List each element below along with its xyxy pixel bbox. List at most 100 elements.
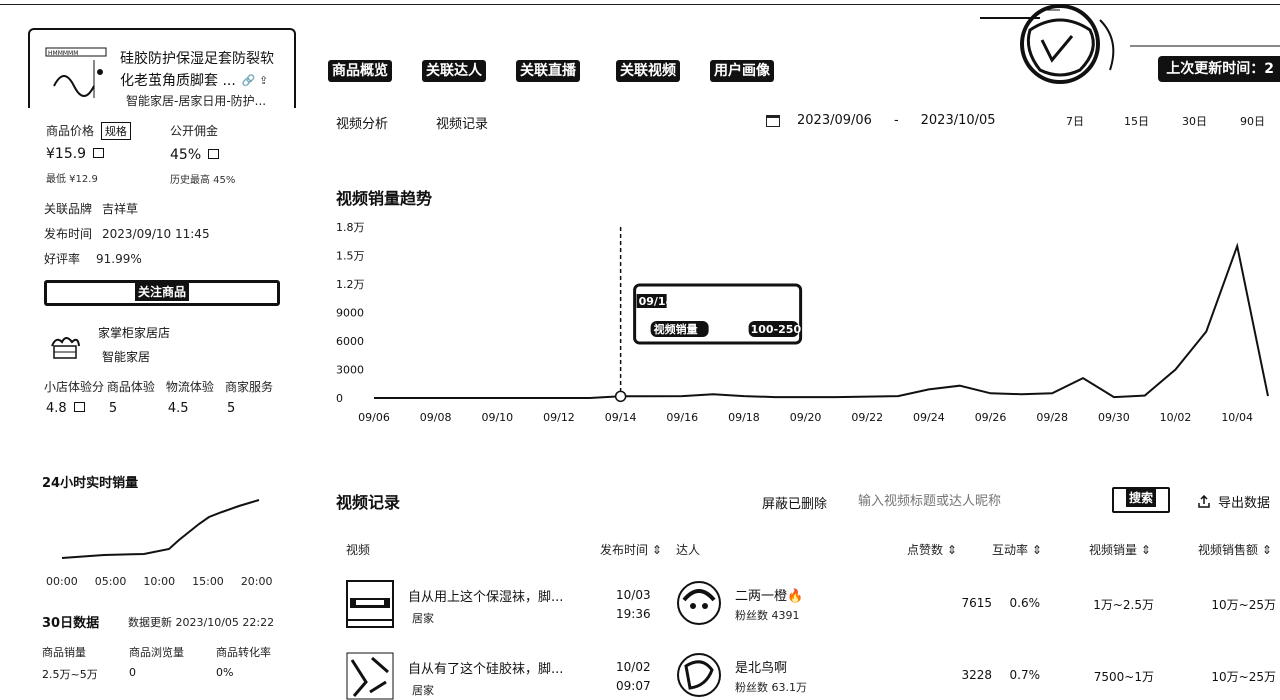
kol-name[interactable]: 二两一橙🔥: [735, 589, 804, 604]
y-tick-label: 1.8万: [336, 221, 365, 234]
thirty-day-title: 30日数据: [42, 616, 100, 631]
shop-logo-icon: [51, 337, 80, 359]
interaction-value: 0.6%: [1009, 596, 1041, 610]
col-likes[interactable]: 点赞数 ⇕: [907, 543, 957, 557]
subtab-video-records[interactable]: 视频记录: [436, 117, 489, 132]
range-7d[interactable]: 7日: [1066, 115, 1084, 128]
tooltip-label-bg: [650, 321, 709, 337]
y-tick-label: 6000: [336, 335, 364, 348]
date-end: 2023/10/05: [920, 113, 996, 128]
col-interaction-rate[interactable]: 互动率 ⇕: [992, 543, 1042, 557]
export-button[interactable]: 导出数据: [1198, 492, 1270, 511]
link-share-icon[interactable]: 🔗 ⇪: [241, 74, 269, 87]
tab-related-live[interactable]: 关联直播: [516, 60, 580, 82]
range-15d[interactable]: 15日: [1124, 115, 1149, 128]
video-category: 居家: [412, 612, 434, 625]
score-product-value: 5: [108, 401, 118, 416]
subtab-video-analysis[interactable]: 视频分析: [336, 117, 389, 132]
sales-trend-line: [374, 242, 1269, 399]
video-title[interactable]: 自从有了这个硅胶袜，脚...: [408, 662, 564, 677]
tab-related-kol[interactable]: 关联达人: [422, 60, 486, 82]
x-tick-label: 09/18: [728, 411, 760, 424]
rating-label: 好评率: [44, 252, 81, 266]
col-video-sales-amount[interactable]: 视频销售额 ⇕: [1198, 543, 1272, 557]
commission-value: 45%: [170, 147, 202, 163]
svg-text:HMMMMM: HMMMMM: [48, 50, 78, 57]
stat-sales-value: 2.5万~5万: [42, 668, 98, 681]
table-row[interactable]: 自从用上这个保湿袜，脚... 居家 10/03 19:36 二两一橙🔥 粉丝数 …: [336, 580, 1280, 640]
col-publish-time[interactable]: 发布时间 ⇕: [600, 543, 662, 557]
video-sales-value: 1万~2.5万: [1093, 598, 1154, 612]
range-90d[interactable]: 90日: [1240, 115, 1265, 128]
follow-product-button[interactable]: 关注商品: [44, 280, 280, 306]
x-tick-label: 09/10: [481, 411, 513, 424]
range-30d[interactable]: 30日: [1182, 115, 1207, 128]
x-tick-label: 09/20: [790, 411, 822, 424]
y-tick-label: 1.2万: [336, 278, 365, 291]
realtime-ticks: 00:00 05:00 10:00 15:00 20:00: [46, 575, 276, 588]
kol-name[interactable]: 是北鸟啊: [735, 661, 788, 676]
realtime-tick: 10:00: [143, 575, 176, 588]
commission-max: 历史最高 45%: [170, 175, 236, 186]
shop-scores: 小店体验分 4.8 商品体验 5 物流体验 4.5 商家服务 5: [44, 378, 284, 416]
score-chart-icon[interactable]: [73, 402, 85, 412]
realtime-tick: 20:00: [240, 575, 273, 588]
calendar-icon: [766, 114, 780, 127]
x-tick-label: 09/28: [1036, 411, 1068, 424]
date-range-picker[interactable]: 2023/09/06 - 2023/10/05: [766, 113, 996, 128]
video-thumbnail[interactable]: [346, 580, 394, 628]
shop-category: 智能家居: [102, 350, 151, 364]
x-tick-label: 09/16: [666, 411, 698, 424]
x-tick-label: 09/22: [851, 411, 883, 424]
price-label: 商品价格: [46, 124, 95, 138]
score-product-label: 商品体验: [106, 380, 155, 394]
x-tick-label: 09/06: [358, 411, 390, 424]
product-category: 智能家居-居家日用-防护...: [126, 94, 267, 108]
tab-related-video[interactable]: 关联视频: [616, 60, 680, 82]
kol-avatar[interactable]: [676, 580, 722, 626]
thirty-day-update: 数据更新 2023/10/05 22:22: [128, 616, 275, 629]
col-video-sales[interactable]: 视频销量 ⇕: [1089, 543, 1151, 557]
chart-title: 视频销量趋势: [336, 189, 433, 208]
publish-date: 10/03: [616, 588, 651, 602]
product-card: HMMMMM 硅胶防护保湿足套防裂软 化老茧角质脚套 ... 🔗 ⇪ 智能家居-…: [28, 28, 296, 108]
kol-avatar[interactable]: [676, 652, 722, 698]
score-service: 商家服务 5: [225, 378, 284, 416]
tooltip-series-label: 视频销量: [654, 322, 698, 336]
video-thumbnail[interactable]: [346, 652, 394, 700]
brand-value[interactable]: 吉祥草: [102, 202, 139, 216]
tooltip-value-bg: [748, 321, 799, 337]
kol-fans: 粉丝数 63.1万: [735, 681, 807, 694]
realtime-sales-title: 24小时实时销量: [42, 476, 139, 491]
video-title[interactable]: 自从用上这个保湿袜，脚...: [408, 590, 564, 605]
brand-label: 关联品牌: [44, 202, 93, 216]
rating-value: 91.99%: [96, 252, 142, 266]
shop-card[interactable]: 家掌柜家居店 智能家居: [44, 324, 284, 374]
hide-deleted-toggle[interactable]: 屏蔽已删除: [762, 497, 828, 512]
price-chart-icon[interactable]: [92, 148, 104, 158]
likes-value: 3228: [961, 668, 992, 682]
spec-button[interactable]: 规格: [100, 122, 131, 140]
realtime-tick: 00:00: [46, 575, 78, 588]
tab-product-overview[interactable]: 商品概览: [328, 60, 392, 82]
table-row[interactable]: 自从有了这个硅胶袜，脚... 居家 10/02 09:07 是北鸟啊 粉丝数 6…: [336, 652, 1280, 700]
search-button-label: 搜索: [1125, 489, 1156, 507]
product-thumbnail[interactable]: HMMMMM: [44, 46, 114, 104]
product-title[interactable]: 硅胶防护保湿足套防裂软 化老茧角质脚套 ... 🔗 ⇪: [120, 48, 290, 92]
col-kol: 达人: [676, 543, 701, 557]
y-tick-label: 1.5万: [336, 250, 365, 263]
publish-time-value: 2023/09/10 11:45: [102, 227, 210, 241]
x-tick-label: 09/26: [975, 411, 1007, 424]
commission-block: 公开佣金 45% 历史最高 45%: [170, 122, 235, 186]
sub-tabs: 视频分析 视频记录: [336, 113, 488, 132]
price-block: 商品价格 规格 ¥15.9 最低 ¥12.9: [46, 122, 131, 185]
search-button[interactable]: 搜索: [1112, 487, 1170, 513]
video-search-input[interactable]: [858, 490, 1088, 512]
tab-user-profile[interactable]: 用户画像: [710, 60, 774, 82]
commission-chart-icon[interactable]: [207, 149, 219, 159]
hover-point: [614, 390, 627, 403]
tooltip-date-bg: [636, 294, 667, 308]
